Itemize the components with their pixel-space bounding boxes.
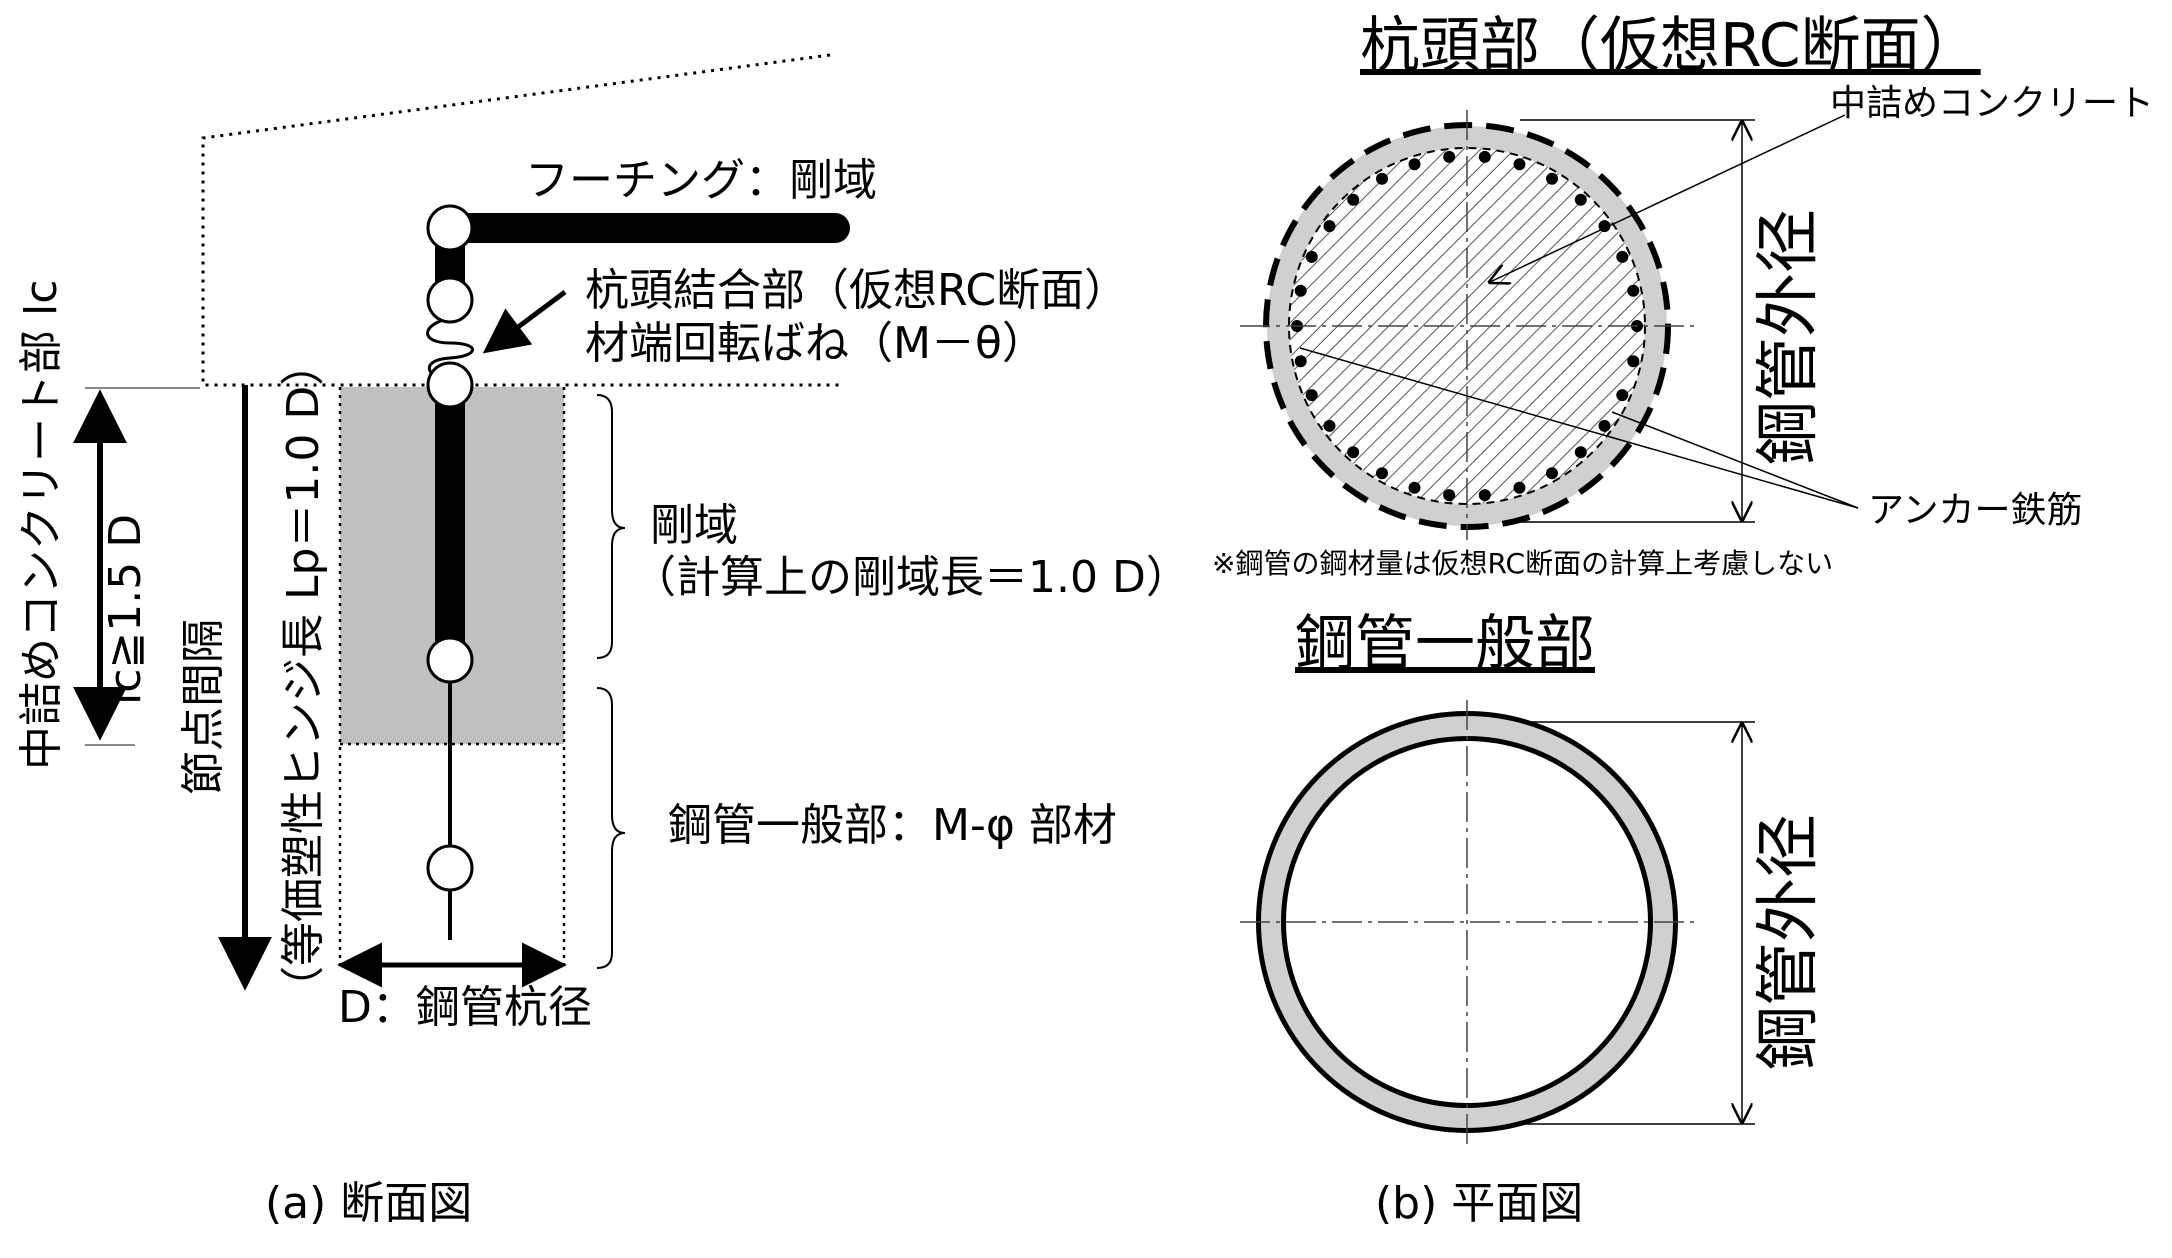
- caption-b: (b) 平面図: [1375, 1178, 1583, 1229]
- anchor-rebar: [1408, 158, 1421, 171]
- steel-general-title: 鋼管一般部: [1295, 609, 1595, 679]
- footing-label: フーチング：剛域: [525, 155, 877, 206]
- anchor-rebar: [1546, 172, 1558, 185]
- pile-head-title: 杭頭部（仮想RC断面）: [1360, 11, 1981, 81]
- infill-condition-label: lc≧1.5 D: [100, 514, 151, 705]
- anchor-rebar: [1294, 355, 1307, 368]
- plan-view: 杭頭部（仮想RC断面） 鋼管外径 中詰めコンクリート アンカー鉄筋 ※鋼管の鋼材…: [1212, 11, 2154, 1229]
- rotation-spring-label: 材端回転ばね（M－θ）: [585, 318, 1046, 369]
- anchor-rebar: [1376, 467, 1388, 480]
- anchor-rebar: [1478, 489, 1491, 502]
- anchor-rebar: [1294, 284, 1307, 297]
- steel-general-label: 鋼管一般部：M-φ 部材: [668, 800, 1117, 851]
- anchor-rebar: [1323, 220, 1336, 233]
- section-view: フーチング：剛域 杭頭結合部（仮想RC断面） 材端回転ばね（M－θ） 剛域 （計…: [16, 53, 1190, 1229]
- node-footing: [426, 204, 474, 252]
- node-pile-head-bottom: [426, 361, 474, 409]
- anchor-rebar-group: [1291, 150, 1643, 502]
- node-pile-head-top: [426, 276, 474, 324]
- note-label: ※鋼管の鋼材量は仮想RC断面の計算上考慮しない: [1212, 547, 1833, 580]
- anchor-rebar: [1478, 150, 1491, 163]
- node-general: [426, 844, 474, 892]
- anchor-rebar: [1574, 446, 1587, 459]
- outer-diameter-label-top: 鋼管外径: [1752, 209, 1826, 465]
- anchor-rebar: [1546, 467, 1558, 480]
- anchor-rebar: [1376, 172, 1388, 185]
- anchor-rebar: [1627, 284, 1640, 297]
- anchor-rebar: [1305, 389, 1318, 402]
- rigid-zone-label: 剛域: [650, 500, 738, 551]
- pile-diameter-label: D：鋼管杭径: [338, 982, 592, 1033]
- infill-leader: [1490, 114, 1846, 282]
- anchor-rebar: [1574, 193, 1587, 206]
- anchor-rebar-label: アンカー鉄筋: [1868, 490, 2083, 531]
- anchor-rebar: [1443, 489, 1456, 502]
- anchor-rebar: [1443, 150, 1456, 163]
- footing-outline: [201, 53, 840, 387]
- rigid-zone-brace: [596, 394, 626, 659]
- infill-concrete-label: 中詰めコンクリート部 lc: [16, 280, 67, 770]
- steel-general-section: [1240, 700, 1700, 1145]
- anchor-rebar: [1347, 446, 1360, 459]
- anchor-rebar: [1513, 158, 1526, 171]
- anchor-rebar: [1627, 355, 1640, 368]
- node-spacing-label: 節点間隔: [178, 619, 229, 795]
- spring-pointer-arrow: [482, 289, 567, 354]
- anchor-rebar: [1347, 193, 1360, 206]
- pile-head-joint-label: 杭頭結合部（仮想RC断面）: [585, 265, 1128, 316]
- anchor-rebar: [1616, 389, 1629, 402]
- rigid-zone-length-label: （計算上の剛域長＝1.0 D）: [632, 552, 1190, 603]
- anchor-rebar: [1598, 419, 1611, 432]
- rotation-spring-icon: [426, 316, 474, 386]
- pile-head-section: [1240, 110, 1700, 540]
- infill-concrete-plan-label: 中詰めコンクリート: [1830, 83, 2154, 124]
- plastic-hinge-label: （等価塑性ヒンジ長 Lp＝1.0 D）: [278, 342, 329, 1010]
- anchor-rebar: [1616, 250, 1629, 263]
- anchor-leader-1: [1299, 347, 1859, 509]
- anchor-rebar: [1305, 250, 1318, 263]
- outer-diameter-label-bottom: 鋼管外径: [1752, 814, 1826, 1070]
- caption-a: (a) 断面図: [265, 1178, 472, 1229]
- general-zone-brace: [596, 687, 626, 969]
- anchor-rebar: [1513, 481, 1526, 494]
- node-rigid-end: [426, 636, 474, 684]
- anchor-rebar: [1323, 419, 1336, 432]
- anchor-rebar: [1408, 481, 1421, 494]
